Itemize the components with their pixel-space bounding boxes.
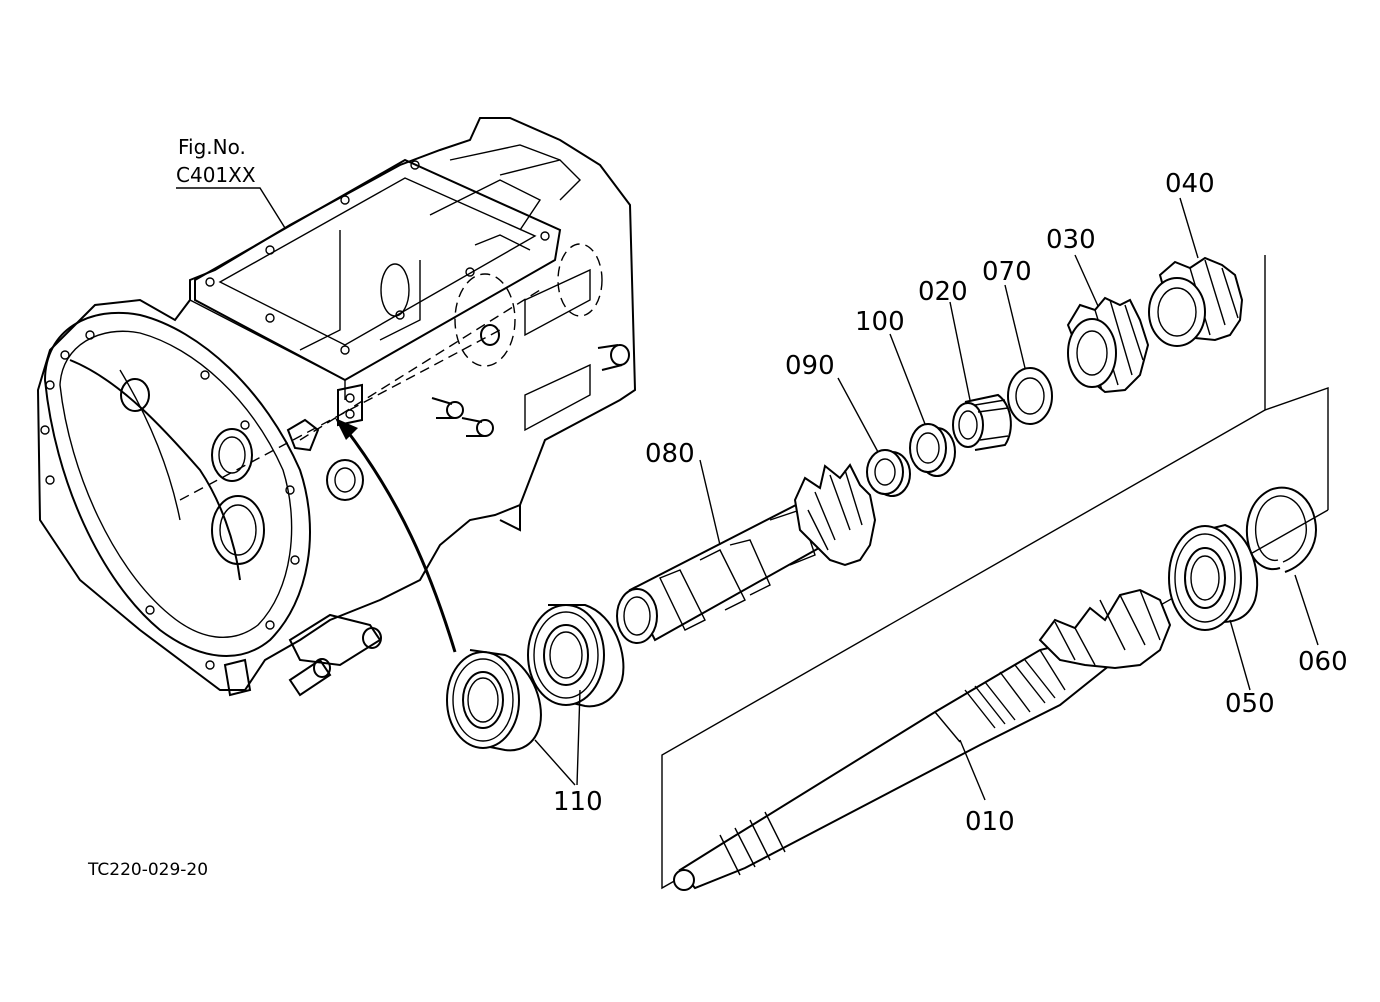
- part-010-main-shaft: [673, 588, 1172, 891]
- part-100-leader: [889, 333, 926, 425]
- part-020-label: 020: [918, 277, 968, 307]
- part-020-needle-bearing: [952, 393, 1012, 451]
- part-070-label: 070: [982, 257, 1032, 287]
- part-090-label: 090: [785, 351, 835, 381]
- part-100-label: 100: [855, 307, 905, 337]
- group-boundary-upper: [1264, 255, 1329, 510]
- part-080-label: 080: [645, 439, 695, 469]
- part-080-pinion-shaft: [616, 463, 877, 644]
- part-030-bevel-gear: [1066, 296, 1150, 394]
- part-060-label: 060: [1298, 647, 1348, 677]
- part-040-label: 040: [1165, 169, 1215, 199]
- drawing-id: TC220-029-20: [87, 860, 208, 880]
- part-010-label: 010: [965, 807, 1015, 837]
- part-050-label: 050: [1225, 689, 1275, 719]
- assembly-arrow: [343, 427, 457, 653]
- part-110-label: 110: [553, 787, 603, 817]
- part-110-leaders: [534, 689, 581, 786]
- part-090-leader: [837, 377, 879, 453]
- part-100-spacer: [909, 423, 956, 477]
- part-060-snap-ring: [1245, 486, 1317, 573]
- arrow-head: [335, 418, 358, 440]
- part-080-leader: [699, 459, 721, 546]
- part-030-label: 030: [1046, 225, 1096, 255]
- part-060-leader: [1294, 574, 1319, 646]
- part-050-leader: [1229, 619, 1251, 691]
- figure-reference-line2: C401XX: [176, 163, 256, 187]
- figure-reference-line1: Fig.No.: [178, 135, 246, 159]
- part-070-thrust-washer: [1007, 367, 1053, 425]
- part-030-leader: [1074, 254, 1099, 307]
- part-020-leader: [949, 301, 971, 401]
- part-040-leader: [1179, 197, 1199, 259]
- part-090-collar: [866, 449, 911, 497]
- part-010-leader: [959, 739, 986, 801]
- part-110-bearings: [446, 604, 625, 752]
- figure-reference-leader: [176, 187, 286, 229]
- part-040-spur-gear: [1148, 256, 1244, 347]
- transmission-case: [36, 117, 637, 697]
- part-070-leader: [1004, 284, 1026, 369]
- figure-reference: Fig.No. C401XX: [176, 135, 286, 229]
- part-050-ball-bearing: [1168, 523, 1259, 631]
